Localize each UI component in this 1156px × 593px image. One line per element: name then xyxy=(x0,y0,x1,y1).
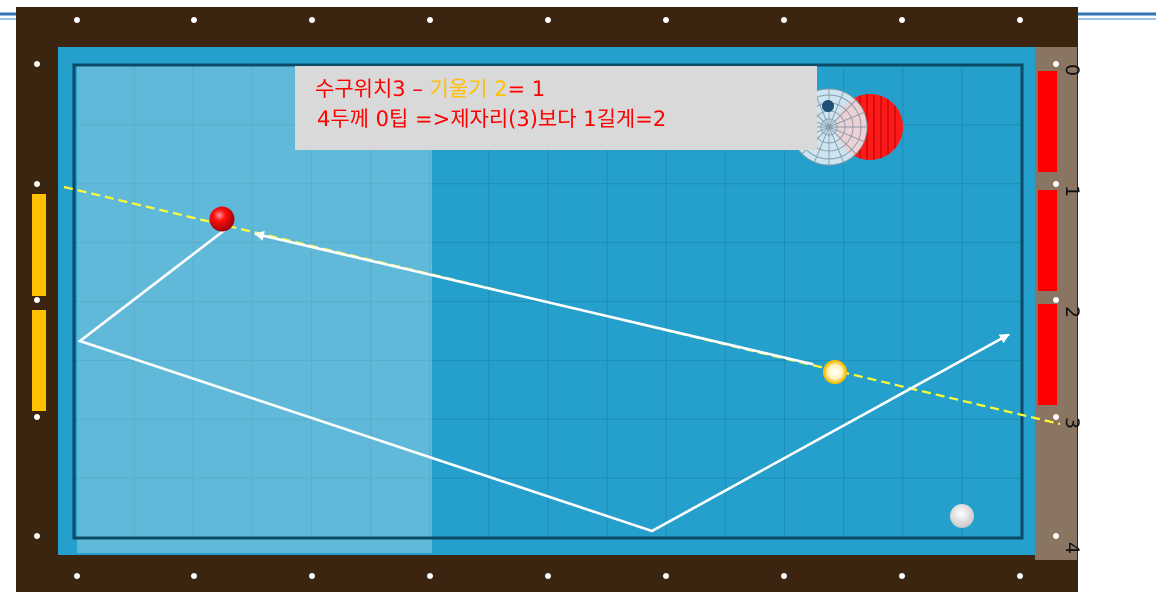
ball-path xyxy=(77,227,1010,533)
diamond-dot xyxy=(545,17,551,23)
white-ball xyxy=(950,504,974,528)
formula-part-result: = 1 xyxy=(507,77,546,101)
diamond-dot xyxy=(1053,533,1059,539)
formula-line-1: 수구위치3 – 기울기 2= 1 xyxy=(315,74,817,104)
rail-marker-red-1 xyxy=(1038,71,1057,172)
diamond-dot xyxy=(34,414,40,420)
diamond-dot xyxy=(1017,573,1023,579)
rail-number-1: 1 xyxy=(1061,184,1083,198)
diamond-dot xyxy=(427,17,433,23)
rail-number-4: 4 xyxy=(1061,541,1083,555)
cue-ball-yellow xyxy=(823,360,847,384)
rail-number-2: 2 xyxy=(1061,305,1083,319)
diamond-dot xyxy=(1053,297,1059,303)
rail-number-0: 0 xyxy=(1061,63,1083,77)
diamond-dot xyxy=(1053,414,1059,420)
diamond-dot xyxy=(899,17,905,23)
formula-part-slope: 기울기 2 xyxy=(429,77,508,101)
rail-number-3: 3 xyxy=(1061,416,1083,430)
formula-caption: 수구위치3 – 기울기 2= 1 4두께 0팁 =>제자리(3)보다 1길게=2 xyxy=(295,66,817,150)
diamond-dot xyxy=(309,17,315,23)
diamond-dot xyxy=(781,573,787,579)
cushion-outline xyxy=(72,63,1024,540)
diamond-dot xyxy=(34,297,40,303)
diamond-dot xyxy=(427,573,433,579)
formula-part-position: 수구위치3 – xyxy=(315,77,430,101)
diamond-dot xyxy=(663,17,669,23)
diamond-dot xyxy=(781,17,787,23)
diamond-dot xyxy=(309,573,315,579)
diamond-dot xyxy=(899,573,905,579)
diamond-dot xyxy=(191,573,197,579)
diamond-dot xyxy=(74,17,80,23)
rail-marker-red-3 xyxy=(1038,304,1057,405)
rail-diamonds xyxy=(34,17,1059,579)
diamond-dot xyxy=(1053,61,1059,67)
diamond-dot xyxy=(34,181,40,187)
red-ball xyxy=(209,206,235,232)
diamond-dot xyxy=(34,533,40,539)
diamond-dot xyxy=(663,573,669,579)
header-decoration xyxy=(0,12,1156,20)
formula-line-2-text: 4두께 0팁 =>제자리(3)보다 1길게=2 xyxy=(317,107,667,131)
tip-point xyxy=(822,100,834,112)
path-segment-1 xyxy=(254,230,814,366)
diamond-dot xyxy=(74,573,80,579)
diamond-dot xyxy=(191,17,197,23)
rail-marker-orange-1 xyxy=(32,194,46,296)
diamond-dot xyxy=(545,573,551,579)
diamond-dot xyxy=(34,61,40,67)
diamond-dot xyxy=(1017,17,1023,23)
formula-line-2: 4두께 0팁 =>제자리(3)보다 1길게=2 xyxy=(315,104,817,134)
rail-marker-orange-2 xyxy=(32,310,46,411)
diamond-dot xyxy=(1053,181,1059,187)
path-segment-2 xyxy=(77,227,1010,533)
rail-marker-red-2 xyxy=(1038,190,1057,291)
